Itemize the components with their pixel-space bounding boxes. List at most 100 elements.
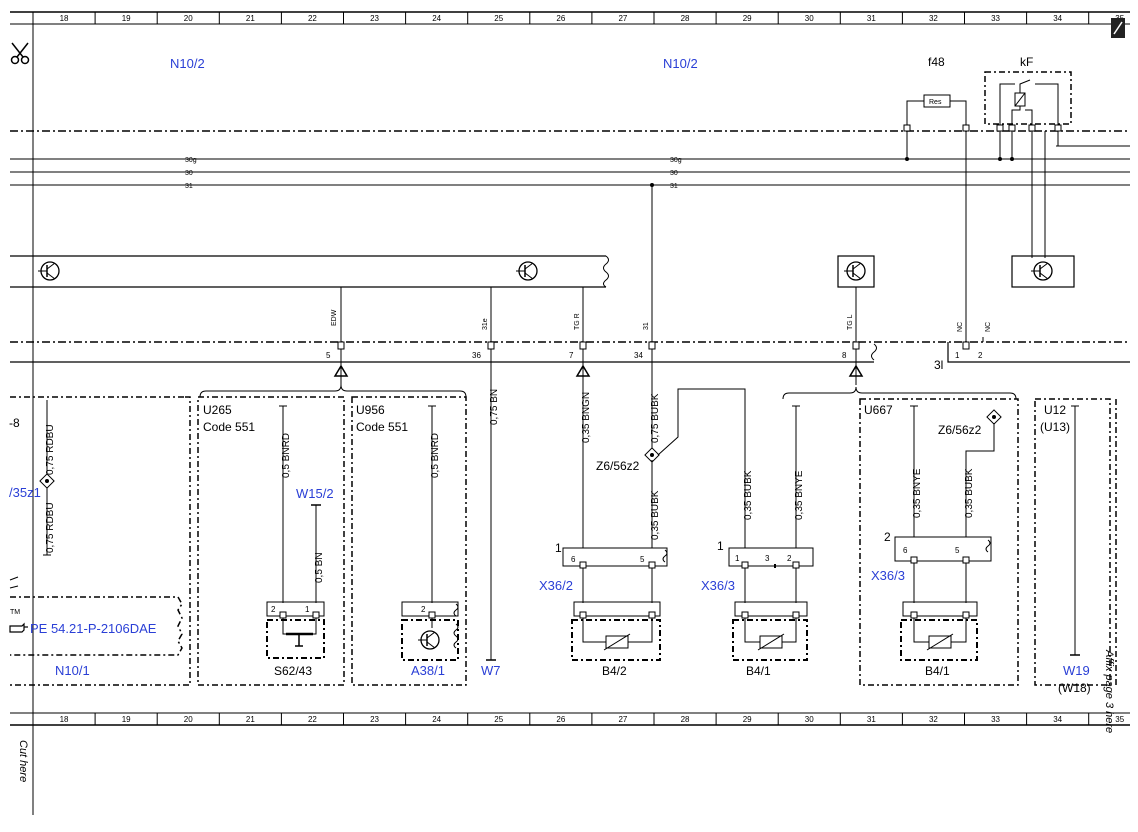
bottom-ruler-column-number: 34	[1053, 715, 1062, 724]
pin-36: 36	[472, 351, 481, 360]
x36-3b-pin-2-outer: 2	[884, 530, 891, 544]
affix-page-note: Affix page 3 here	[1103, 649, 1115, 733]
pin-34: 34	[634, 351, 643, 360]
u12-block	[1034, 398, 1117, 686]
bus-label-30g-b: 30g	[670, 157, 682, 164]
top-ruler-column-number: 28	[681, 14, 690, 23]
n10-2-label-right: N10/2	[663, 56, 698, 71]
top-ruler-column-number: 30	[805, 14, 814, 23]
transistor-icon-a38	[418, 630, 440, 650]
sig-31: 31	[643, 322, 650, 330]
wire-bubk-035-a: 0,35 BUBK	[650, 490, 661, 540]
tm-partial-label: TM	[10, 609, 20, 616]
x36-2-pin-6: 6	[571, 555, 576, 564]
n10-1-label: N10/1	[55, 663, 90, 678]
wire-bnye-a: 0,35 BNYE	[794, 470, 805, 520]
bus-label-30g-a: 30g	[185, 157, 197, 164]
cut-here-note: Cut here	[17, 740, 29, 782]
pin-1: 1	[955, 351, 960, 360]
x36-3a-pin-1: 1	[735, 554, 740, 563]
x36-3b-pin-5: 5	[955, 546, 960, 555]
bottom-ruler-column-number: 25	[494, 715, 503, 724]
x36-2-label: X36/2	[539, 578, 573, 593]
s62-pin-2: 2	[271, 605, 276, 614]
top-ruler-column-number: 26	[556, 14, 565, 23]
w7-label: W7	[481, 663, 501, 678]
connector-pins-mid	[337, 341, 970, 350]
u667-label: U667	[864, 403, 893, 417]
bottom-ruler-column-number: 30	[805, 715, 814, 724]
wire-bnye-b: 0,35 BNYE	[912, 468, 923, 518]
bottom-ruler-column-number: 21	[246, 715, 255, 724]
top-ruler-column-number: 23	[370, 14, 379, 23]
sig-tgl: TG L	[847, 314, 854, 330]
u956-code-label: Code 551	[356, 420, 408, 434]
pin-7: 7	[569, 351, 574, 360]
w18-label: (W18)	[1058, 681, 1091, 695]
x36-3a-pin-3: 3	[765, 554, 770, 563]
transistor-icon-1	[38, 261, 60, 281]
bottom-ruler-column-number: 18	[60, 715, 69, 724]
control-unit-strip	[10, 255, 609, 288]
top-ruler-column-number: 24	[432, 14, 441, 23]
bottom-ruler-column-number: 26	[556, 715, 565, 724]
x36-3a-pin-2: 2	[787, 554, 792, 563]
page-corner-icon	[1111, 18, 1125, 38]
bottom-ruler-column-number: 19	[122, 715, 131, 724]
kf-relay	[984, 71, 1072, 258]
transistor-icon-4	[1031, 261, 1053, 281]
bus-label-30-a: 30	[185, 170, 193, 177]
bottom-ruler-column-number: 33	[991, 715, 1000, 724]
a38-pin-2: 2	[421, 605, 426, 614]
top-ruler-column-number: 18	[60, 14, 69, 23]
transistor-icon-2	[516, 261, 538, 281]
bus-label-31-a: 31	[185, 183, 193, 190]
top-ruler-column-number: 25	[494, 14, 503, 23]
z35-partial-label: /35z1	[9, 485, 41, 500]
w19-label: W19	[1063, 663, 1090, 678]
wire-bngn: 0,35 BNGN	[581, 392, 592, 443]
top-ruler-column-number: 34	[1053, 14, 1062, 23]
sig-nc-2: NC	[985, 322, 992, 332]
top-ruler-column-number: 31	[867, 14, 876, 23]
pe-reference-link[interactable]: PE 54.21-P-2106DAE	[30, 621, 157, 636]
s62-43-label: S62/43	[274, 664, 312, 678]
b4-1-label-b: B4/1	[925, 664, 950, 678]
b4-2-label: B4/2	[602, 664, 627, 678]
top-ruler-column-number: 20	[184, 14, 193, 23]
splice-icon-2	[575, 349, 591, 548]
x36-2-connector	[562, 547, 668, 661]
f48-resistor: Res	[903, 94, 970, 342]
x36-2-pin-5: 5	[640, 555, 645, 564]
partial-8-label: -8	[9, 416, 20, 430]
wire-bnrd-1: 0,5 BNRD	[281, 433, 292, 478]
u265-block	[197, 396, 345, 686]
s62-pin-1: 1	[305, 605, 310, 614]
wire-rdbu-bottom: 0,75 RDBU	[45, 502, 56, 553]
b4-1-label-a: B4/1	[746, 664, 771, 678]
x36-3-label-b: X36/3	[871, 568, 905, 583]
scissors-icon	[10, 42, 30, 65]
z6-splice-a	[644, 388, 746, 548]
sig-edw: EDW	[331, 309, 338, 326]
transistor-icon-3	[844, 261, 866, 281]
bottom-ruler-column-number: 32	[929, 715, 938, 724]
wire-bnrd-2: 0,5 BNRD	[430, 433, 441, 478]
bus-label-31-b: 31	[670, 183, 678, 190]
bottom-ruler-column-number: 29	[743, 715, 752, 724]
a38-1-label: A38/1	[411, 663, 445, 678]
splice-icon-3	[782, 349, 1017, 400]
sig-tgr: TG R	[574, 313, 581, 330]
wire-bubk-035-b: 0,35 BUBK	[743, 470, 754, 520]
top-ruler-column-number: 27	[618, 14, 627, 23]
sig-nc-1: NC	[957, 322, 964, 332]
u265-code-label: Code 551	[203, 420, 255, 434]
bottom-ruler-column-number: 22	[308, 715, 317, 724]
bottom-ruler-column-number: 24	[432, 715, 441, 724]
x36-3a-pin-1-outer: 1	[717, 539, 724, 553]
bottom-ruler-column-number: 31	[867, 715, 876, 724]
pin-2: 2	[978, 351, 983, 360]
w15-2-label: W15/2	[296, 486, 334, 501]
